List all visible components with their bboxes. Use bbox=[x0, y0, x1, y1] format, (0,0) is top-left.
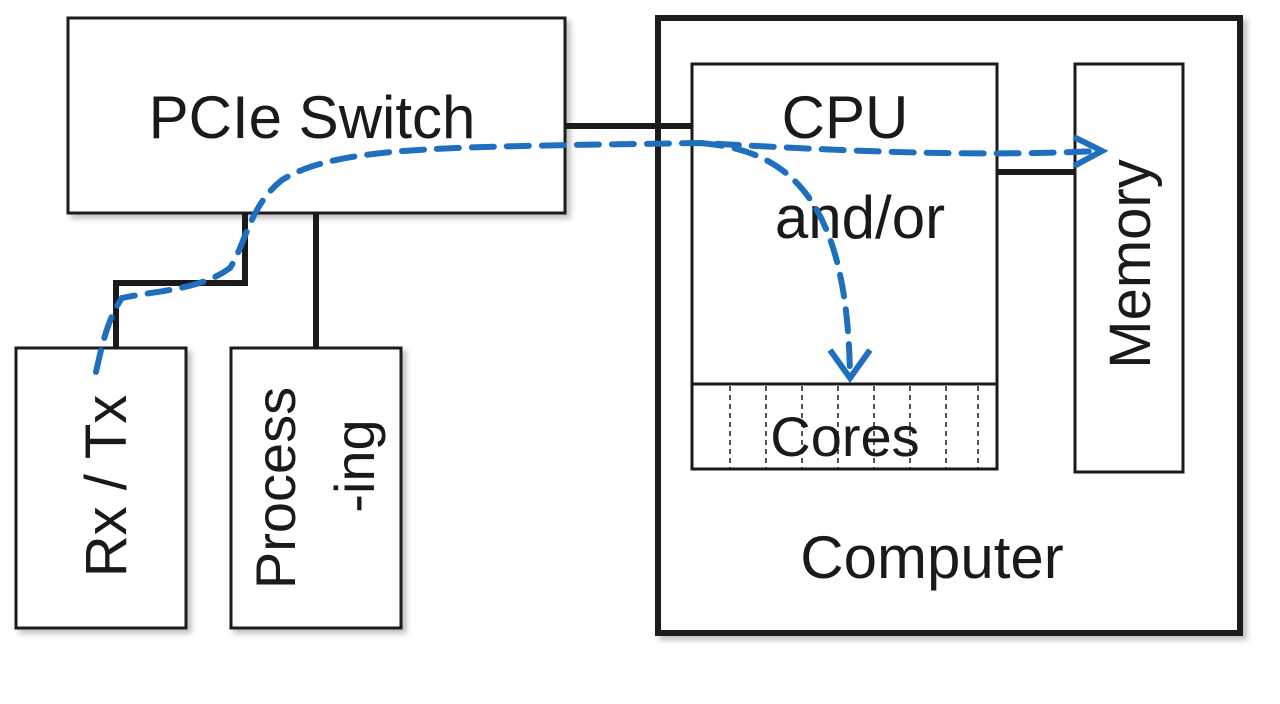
data-path-to-cores bbox=[697, 140, 853, 381]
pcie-switch-box bbox=[66, 16, 567, 215]
memory-box bbox=[1073, 62, 1185, 474]
cpu-label-line1: CPU bbox=[782, 84, 909, 151]
cpu-label-line2: and/or bbox=[775, 184, 945, 251]
cores-strip bbox=[692, 382, 997, 469]
rx-tx-label: Rx / Tx bbox=[74, 395, 139, 578]
rx-tx-box bbox=[14, 346, 188, 630]
memory-arrowhead-icon bbox=[1072, 134, 1109, 169]
cores-arrowhead-icon bbox=[827, 348, 873, 384]
rx-tx-connector bbox=[113, 213, 248, 348]
processing-label-line2: -ing bbox=[323, 419, 386, 512]
data-path-main bbox=[93, 139, 1101, 375]
cpu-box bbox=[690, 62, 999, 471]
cores-label: Cores bbox=[770, 405, 919, 468]
memory-label: Memory bbox=[1098, 159, 1163, 368]
processing-label-line1: Process bbox=[244, 387, 307, 589]
pcie-switch-label: PCIe Switch bbox=[149, 84, 476, 151]
computer-label: Computer bbox=[800, 524, 1063, 591]
